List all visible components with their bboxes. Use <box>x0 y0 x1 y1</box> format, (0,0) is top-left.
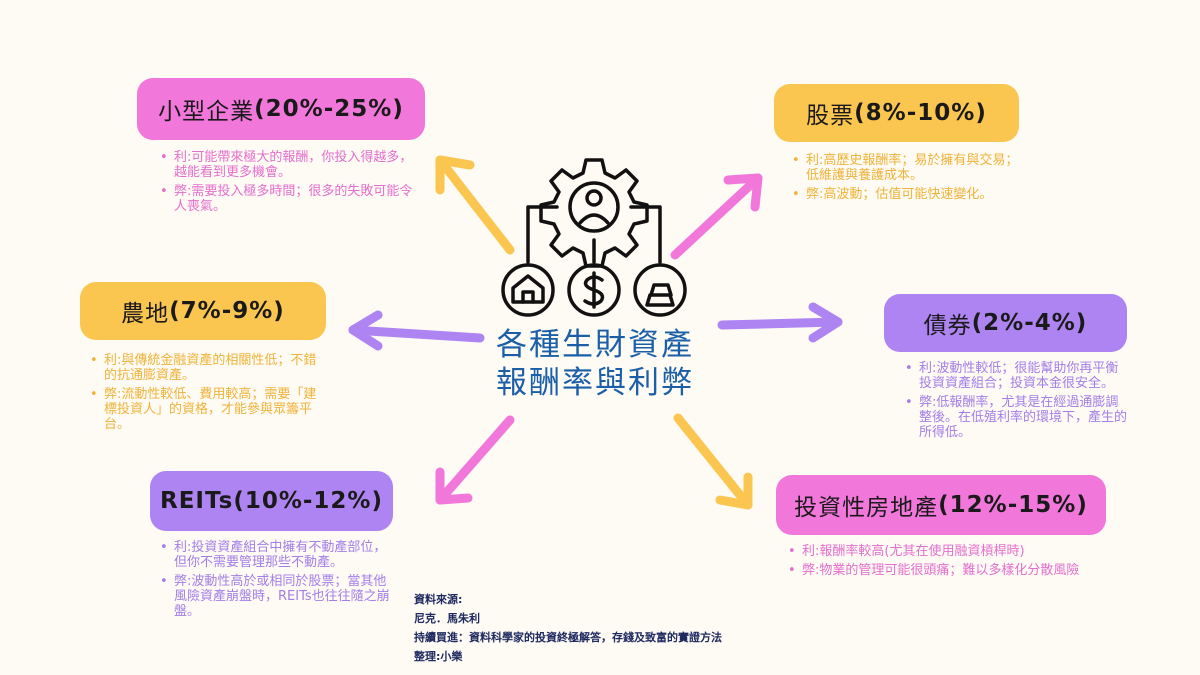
pros-item: 利:可能帶來極大的報酬，你投入得越多，越能看到更多機會。 <box>160 150 422 180</box>
source-label: 資料來源: <box>414 593 463 606</box>
house-icon <box>501 263 555 317</box>
pill-range: (7%-9%) <box>169 298 285 324</box>
pros-item: 利:波動性較低；很能幫助你再平衡投資資產組合；投資本金很安全。 <box>905 361 1127 391</box>
notes-reits: 利:投資資產組合中擁有不動產部位，但你不需要管理那些不動產。 弊:波動性高於或相… <box>160 540 396 623</box>
pros-item: 利:高歷史報酬率；易於擁有與交易；低維護與養護成本。 <box>792 153 1020 183</box>
pill-range: (2%-4%) <box>971 310 1088 336</box>
arrow-farmland <box>348 310 485 351</box>
pros-item: 利:投資資產組合中擁有不動產部位，但你不需要管理那些不動產。 <box>160 540 396 570</box>
pill-small-business: 小型企業(20%-25%) <box>137 78 425 140</box>
pill-name: REITs <box>160 488 234 514</box>
pill-farmland: 農地(7%-9%) <box>80 282 326 340</box>
notes-investment-property: 利:報酬率較高(尤其在使用融資槓桿時) 弊:物業的管理可能很頭痛；難以多樣化分散… <box>788 544 1098 582</box>
arrow-reits <box>435 415 515 505</box>
notes-stocks: 利:高歷史報酬率；易於擁有與交易；低維護與養護成本。 弊:高波動；估值可能快速變… <box>792 153 1020 206</box>
pill-name: 股票 <box>806 103 855 129</box>
pill-name: 小型企業 <box>158 99 255 125</box>
pill-investment-property: 投資性房地產(12%-15%) <box>776 475 1106 535</box>
pros-item: 利:報酬率較高(尤其在使用融資槓桿時) <box>788 544 1098 559</box>
cons-item: 弊:流動性較低、費用較高；需要「建標投資人」的資格，才能參與眾籌平台。 <box>90 387 328 432</box>
cons-item: 弊:波動性高於或相同於股票；當其他風險資產崩盤時，REITs也往往隨之崩盤。 <box>160 574 396 619</box>
pill-name: 農地 <box>121 301 170 327</box>
pill-name: 投資性房地產 <box>794 495 939 521</box>
pill-range: (12%-15%) <box>938 492 1088 518</box>
center-icon <box>501 158 687 317</box>
pill-reits: REITs(10%-12%) <box>150 471 393 531</box>
pill-range: (10%-12%) <box>233 488 383 514</box>
source-book: 持續買進：資料科學家的投資終極解答，存錢及致富的實證方法 <box>414 631 722 644</box>
pill-range: (20%-25%) <box>254 96 404 122</box>
arrow-bonds <box>717 302 843 343</box>
cons-item: 弊:物業的管理可能很頭痛；難以多樣化分散風險 <box>788 563 1098 578</box>
arrow-investment-property <box>673 413 753 510</box>
pill-bonds: 債券(2%-4%) <box>884 294 1127 352</box>
pros-item: 利:與傳統金融資產的相關性低；不錯的抗通膨資產。 <box>90 353 328 383</box>
source-block: 資料來源: 尼克．馬朱利 持續買進：資料科學家的投資終極解答，存錢及致富的實證方… <box>414 590 722 666</box>
arrow-small-business <box>435 155 515 255</box>
notes-farmland: 利:與傳統金融資產的相關性低；不錯的抗通膨資產。 弊:流動性較低、費用較高；需要… <box>90 353 328 436</box>
main-title: 各種生財資產 報酬率與利弊 <box>470 326 720 402</box>
pill-range: (8%-10%) <box>854 100 987 126</box>
gold-bars-icon <box>633 263 687 317</box>
cons-item: 弊:低報酬率，尤其是在經過通膨調整後。在低殖利率的環境下，產生的所得低。 <box>905 395 1127 440</box>
title-line-2: 報酬率與利弊 <box>496 365 694 401</box>
arrow-stocks <box>670 173 763 260</box>
cons-item: 弊:高波動；估值可能快速變化。 <box>792 187 1020 202</box>
source-author: 尼克．馬朱利 <box>414 612 480 625</box>
pill-name: 債券 <box>923 313 972 339</box>
pill-stocks: 股票(8%-10%) <box>774 84 1019 142</box>
notes-bonds: 利:波動性較低；很能幫助你再平衡投資資產組合；投資本金很安全。 弊:低報酬率，尤… <box>905 361 1127 444</box>
title-line-1: 各種生財資產 <box>496 327 694 363</box>
cons-item: 弊:需要投入極多時間；很多的失敗可能令人喪氣。 <box>160 184 422 214</box>
notes-small-business: 利:可能帶來極大的報酬，你投入得越多，越能看到更多機會。 弊:需要投入極多時間；… <box>160 150 422 218</box>
source-editor: 整理:小樂 <box>414 650 463 663</box>
dollar-coin-icon <box>567 263 621 317</box>
